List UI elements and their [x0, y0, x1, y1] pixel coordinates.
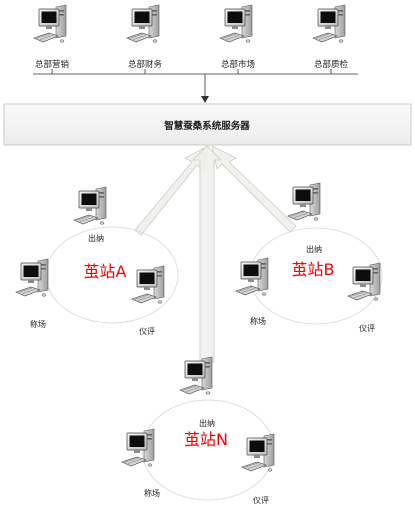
- station-a-cashier-label: 出纳: [88, 233, 104, 243]
- desktop-computer-icon: [179, 356, 213, 395]
- station-a-grader-label: 仪评: [139, 327, 155, 336]
- station-n-name: 茧站N: [184, 430, 228, 449]
- desktop-computer-icon: [15, 258, 49, 297]
- station-a-weigher-label: 称场: [30, 319, 46, 329]
- dept-label-quality: 总部质检: [314, 59, 349, 70]
- station-b-weigher-label: 称场: [250, 316, 266, 326]
- uplink-arrows: [134, 145, 297, 363]
- desktop-computer-icon: [131, 265, 165, 304]
- top-department-computers: [33, 4, 346, 43]
- desktop-computer-icon: [287, 182, 321, 221]
- server-box: [3, 103, 412, 146]
- desktop-computer-icon: [73, 186, 107, 225]
- station-n-grader-label: 仪评: [253, 496, 269, 505]
- desktop-computer-icon: [33, 4, 67, 43]
- station-n-cashier-label: 出纳: [199, 418, 215, 428]
- desktop-computer-icon: [241, 433, 275, 472]
- station-a: 出纳 称场 仪评 茧站A: [15, 186, 179, 336]
- top-department-labels: 总部营销 总部财务 总部市场 总部质检: [35, 59, 349, 70]
- station-b-name: 茧站B: [292, 260, 335, 279]
- desktop-computer-icon: [235, 257, 269, 296]
- station-a-name: 茧站A: [84, 262, 127, 281]
- server-label: 智慧蚕桑系统服务器: [164, 120, 250, 132]
- arrow-station-b: [211, 145, 297, 233]
- station-b-grader-label: 仪评: [359, 324, 375, 333]
- arrow-station-n: [192, 145, 222, 363]
- dept-label-market: 总部市场: [221, 59, 255, 70]
- desktop-computer-icon: [312, 4, 346, 43]
- station-b: 出纳 称场 仪评 茧站B: [235, 182, 383, 333]
- desktop-computer-icon: [219, 4, 253, 43]
- station-n: 出纳 称场 仪评 茧站N: [121, 356, 275, 505]
- desktop-computer-icon: [347, 262, 381, 301]
- bus-lines: [33, 69, 358, 98]
- dept-label-finance: 总部财务: [128, 59, 163, 70]
- desktop-computer-icon: [121, 428, 155, 467]
- station-b-cashier-label: 出纳: [306, 244, 322, 254]
- station-n-weigher-label: 称场: [144, 488, 160, 498]
- bus-arrowhead: [201, 96, 209, 103]
- dept-label-marketing: 总部营销: [35, 59, 70, 70]
- desktop-computer-icon: [126, 4, 160, 43]
